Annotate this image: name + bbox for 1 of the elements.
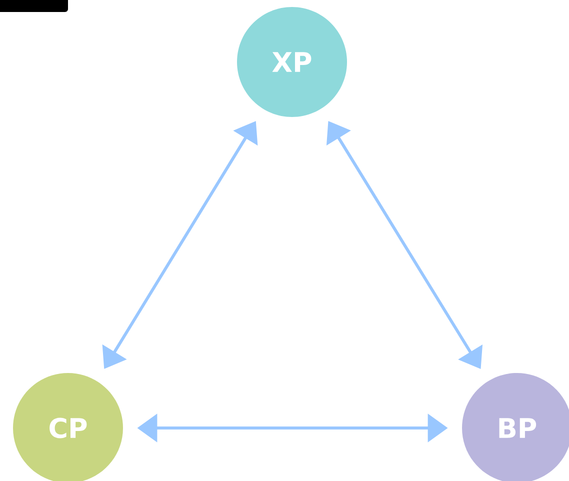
circle-node: XP	[237, 7, 347, 117]
